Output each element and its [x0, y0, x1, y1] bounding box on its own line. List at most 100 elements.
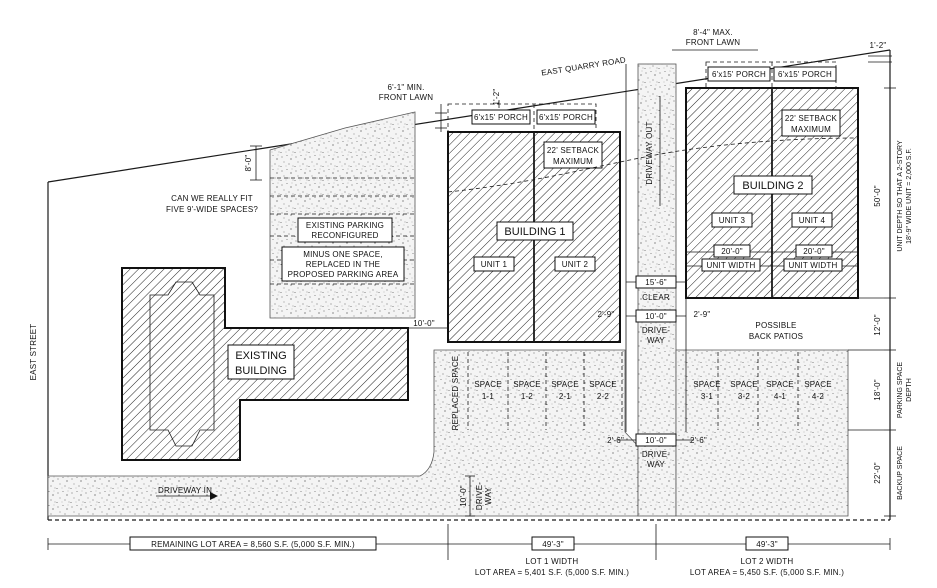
driveway-out-area — [637, 63, 677, 517]
dim-10-0-left: 10'-0" — [413, 319, 435, 328]
unit-width-left: UNIT WIDTH — [707, 261, 756, 270]
question-note-2: FIVE 9'-WIDE SPACES? — [166, 205, 258, 214]
park-depth-1: PARKING SPACE — [897, 362, 904, 418]
space-id-2-1: 2-1 — [559, 392, 572, 401]
driveway-in: DRIVEWAY IN 10'-0" DRIVE- WAY — [156, 475, 493, 517]
patios-note-1: POSSIBLE — [755, 321, 796, 330]
space-word-3-2: SPACE — [730, 380, 758, 389]
dim-1-2-b: 1'-2" — [870, 41, 887, 50]
space-id-1-1: 1-1 — [482, 392, 495, 401]
dim-8-0: 8'-0" — [244, 155, 253, 172]
space-word-1-2: SPACE — [513, 380, 541, 389]
replaced-space-label: REPLACED SPACE — [451, 356, 460, 431]
building-2: 6'x15' PORCH 6'x15' PORCH 22' SETBACK MA… — [685, 61, 859, 299]
backup-label: BACKUP SPACE — [897, 446, 904, 500]
dim-18-0: 18'-0" — [873, 379, 882, 401]
b1-porch-right: 6'x15' PORCH — [539, 113, 593, 122]
patios-note-2: BACK PATIOS — [749, 332, 803, 341]
space-id-2-2: 2-2 — [597, 392, 610, 401]
b2-setback-1: 22' SETBACK — [785, 114, 838, 123]
space-id-3-2: 3-2 — [738, 392, 751, 401]
front-lawn-max-1: 8'-4" MAX. — [693, 28, 733, 37]
lot1-width: LOT 1 WIDTH — [526, 557, 579, 566]
space-word-1-1: SPACE — [474, 380, 502, 389]
east-street-label: EAST STREET — [29, 324, 38, 381]
unit-width-right: UNIT WIDTH — [789, 261, 838, 270]
depth-note-1: UNIT DEPTH SO THAT A 2-STORY — [897, 140, 904, 252]
space-id-4-1: 4-1 — [774, 392, 787, 401]
existing-building-label-2: BUILDING — [235, 365, 287, 377]
question-note-1: CAN WE REALLY FIT — [171, 194, 253, 203]
front-lawn-max-2: FRONT LAWN — [686, 38, 740, 47]
right-dimensions: 50'-0" UNIT DEPTH SO THAT A 2-STORY 18'-… — [848, 87, 913, 517]
building-1-label: BUILDING 1 — [504, 226, 565, 238]
setback-line — [447, 137, 859, 193]
existing-building-label-1: EXISTING — [235, 350, 286, 362]
dim-15-6: 15'-6" — [645, 278, 667, 287]
remaining-lot-area: REMAINING LOT AREA = 8,560 S.F. (5,000 S… — [151, 540, 355, 549]
dim-10-0-vert: 10'-0" — [459, 485, 468, 507]
space-labels: SPACE 1-1 SPACE 1-2 SPACE 2-1 SPACE 2-2 SPACE 3-1… — [474, 380, 832, 401]
driveway-out-label: DRIVEWAY OUT — [645, 121, 654, 184]
lot2-width: LOT 2 WIDTH — [741, 557, 794, 566]
parking-spaces-lot2 — [717, 352, 799, 430]
dim-49-3-left: 49'-3" — [542, 540, 564, 549]
dim-2-6-right: 2'-6" — [690, 436, 707, 445]
lot2-parking-area — [675, 349, 849, 517]
front-lawn-notes: 6'-1" MIN. FRONT LAWN 8'-4" MAX. FRONT L… — [379, 28, 892, 132]
existing-building: EXISTING BUILDING — [121, 267, 409, 461]
lot1-area: LOT AREA = 5,401 S.F. (5,000 S.F. MIN.) — [475, 568, 629, 577]
space-word-2-1: SPACE — [551, 380, 579, 389]
dim-20-0-left: 20'-0" — [721, 247, 743, 256]
dim-2-9-right: 2'-9" — [694, 310, 711, 319]
minus-note-2: REPLACED IN THE — [306, 260, 380, 269]
space-word-3-1: SPACE — [693, 380, 721, 389]
existing-parking-notes: EXISTING PARKING RECONFIGURED MINUS ONE … — [166, 145, 415, 285]
space-word-4-2: SPACE — [804, 380, 832, 389]
unit-3-label: UNIT 3 — [719, 216, 746, 225]
minus-note-3: PROPOSED PARKING AREA — [288, 270, 399, 279]
dim-49-3-right: 49'-3" — [756, 540, 778, 549]
b2-porch-left: 6'x15' PORCH — [712, 70, 766, 79]
driveway-out: DRIVEWAY OUT 15'-6" CLEAR 10'-0" DRIVE- … — [598, 64, 711, 469]
front-lawn-min-1: 6'-1" MIN. — [387, 83, 424, 92]
building-2-label: BUILDING 2 — [742, 180, 803, 192]
reconf-note-2: RECONFIGURED — [311, 231, 378, 240]
dim-10-0-mid: 10'-0" — [645, 312, 667, 321]
dim-12-0: 12'-0" — [873, 314, 882, 336]
dim-10-0-low: 10'-0" — [645, 436, 667, 445]
dim-1-2: 1'-2" — [492, 89, 501, 106]
driveway-low-2: WAY — [647, 460, 665, 469]
dim-2-9-left: 2'-9" — [598, 310, 615, 319]
driveway-low-1: DRIVE- — [642, 450, 670, 459]
dim-20-0-right: 20'-0" — [803, 247, 825, 256]
bottom-dimensions: REMAINING LOT AREA = 8,560 S.F. (5,000 S… — [47, 524, 891, 577]
driveway-mid-1: DRIVE- — [642, 326, 670, 335]
dim-22-0: 22'-0" — [873, 462, 882, 484]
space-word-4-1: SPACE — [766, 380, 794, 389]
front-lawn-min-2: FRONT LAWN — [379, 93, 433, 102]
existing-parking-area — [269, 111, 416, 319]
clear-label: CLEAR — [642, 293, 670, 302]
space-id-3-1: 3-1 — [701, 392, 714, 401]
unit-4-label: UNIT 4 — [799, 216, 826, 225]
parking-spaces-lot1 — [467, 352, 623, 430]
minus-note-1: MINUS ONE SPACE, — [303, 250, 383, 259]
building-1: 6'x15' PORCH 6'x15' PORCH 22' SETBACK MA… — [447, 103, 621, 343]
driveway-vert-2: WAY — [484, 487, 493, 505]
b1-setback-2: MAXIMUM — [553, 157, 593, 166]
space-id-1-2: 1-2 — [521, 392, 534, 401]
depth-note-2: 18'-9" WIDE UNIT = 2,000 S.F. — [906, 148, 913, 244]
east-quarry-road-label: EAST QUARRY ROAD — [541, 55, 627, 77]
lot2-area: LOT AREA = 5,450 S.F. (5,000 S.F. MIN.) — [690, 568, 844, 577]
space-word-2-2: SPACE — [589, 380, 617, 389]
space-id-4-2: 4-2 — [812, 392, 825, 401]
driveway-vert-1: DRIVE- — [475, 482, 484, 510]
unit-1-label: UNIT 1 — [481, 260, 508, 269]
dim-2-6-left: 2'-6" — [607, 436, 624, 445]
b1-porch-left: 6'x15' PORCH — [474, 113, 528, 122]
b2-setback-2: MAXIMUM — [791, 125, 831, 134]
unit-2-label: UNIT 2 — [562, 260, 589, 269]
reconf-note-1: EXISTING PARKING — [306, 221, 384, 230]
